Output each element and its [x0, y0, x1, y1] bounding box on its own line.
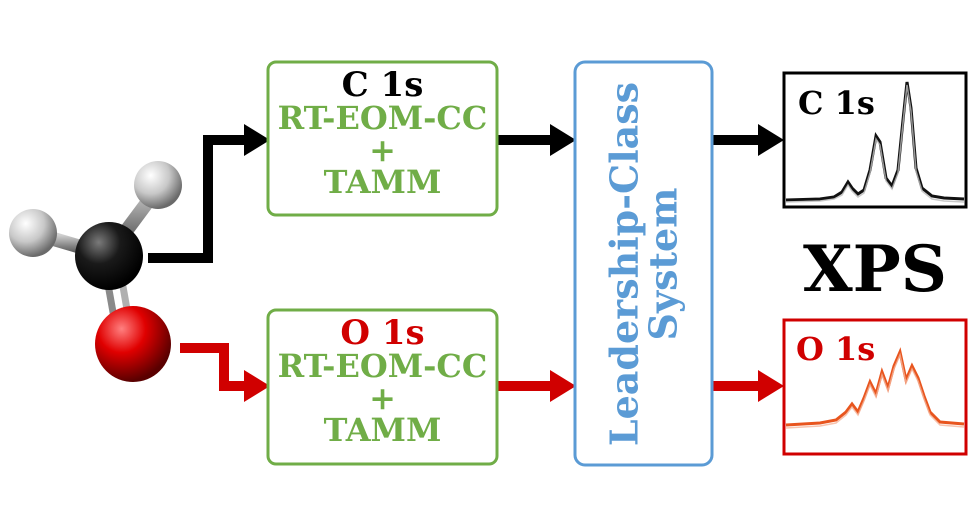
system-label: Leadership-Class System	[575, 62, 712, 465]
atom-carbon	[75, 222, 143, 290]
c-spectrum-title: C 1s	[798, 84, 875, 122]
o-method-plus: +	[369, 379, 396, 417]
o-spectrum-curve	[785, 347, 965, 427]
xps-label: XPS	[803, 232, 947, 307]
arrowhead-c-spectrum	[758, 124, 784, 156]
arrowhead-c-box	[244, 124, 270, 156]
carbon-path	[148, 124, 784, 263]
arrow-molecule-to-o-box	[180, 343, 246, 391]
atom-oxygen	[95, 306, 171, 382]
o-method-box	[266, 308, 499, 466]
o-spectrum-box	[782, 318, 968, 456]
oxygen-path	[180, 343, 784, 402]
o-method-label: O 1s RT-EOM-CC + TAMM	[268, 316, 497, 446]
c-method-label: C 1s RT-EOM-CC + TAMM	[268, 68, 497, 198]
atom-hydrogen-2	[134, 161, 182, 209]
o-method-name: RT-EOM-CC	[277, 347, 488, 385]
arrowhead-system-c	[550, 124, 576, 156]
c-method-title: C 1s	[341, 65, 424, 105]
system-line-1: Leadership-Class	[600, 81, 646, 446]
arrowhead-o-box	[244, 370, 270, 402]
o-method-title: O 1s	[340, 313, 425, 353]
c-method-box	[266, 60, 499, 217]
c-spectrum-shadow	[785, 84, 965, 203]
o-method-framework: TAMM	[323, 411, 442, 449]
system-line-2: System	[639, 187, 685, 340]
c-method-framework: TAMM	[323, 163, 442, 201]
arrowhead-system-o	[550, 370, 576, 402]
atom-hydrogen-1	[9, 209, 57, 257]
arrowhead-o-spectrum	[758, 370, 784, 402]
molecule-formaldehyde	[9, 161, 182, 382]
c-method-name: RT-EOM-CC	[277, 99, 488, 137]
c-method-plus: +	[369, 131, 396, 169]
arrow-molecule-to-c-box	[148, 135, 246, 263]
o-spectrum-shadow	[785, 352, 965, 429]
system-box	[573, 60, 714, 467]
o-spectrum-title: O 1s	[796, 330, 876, 368]
